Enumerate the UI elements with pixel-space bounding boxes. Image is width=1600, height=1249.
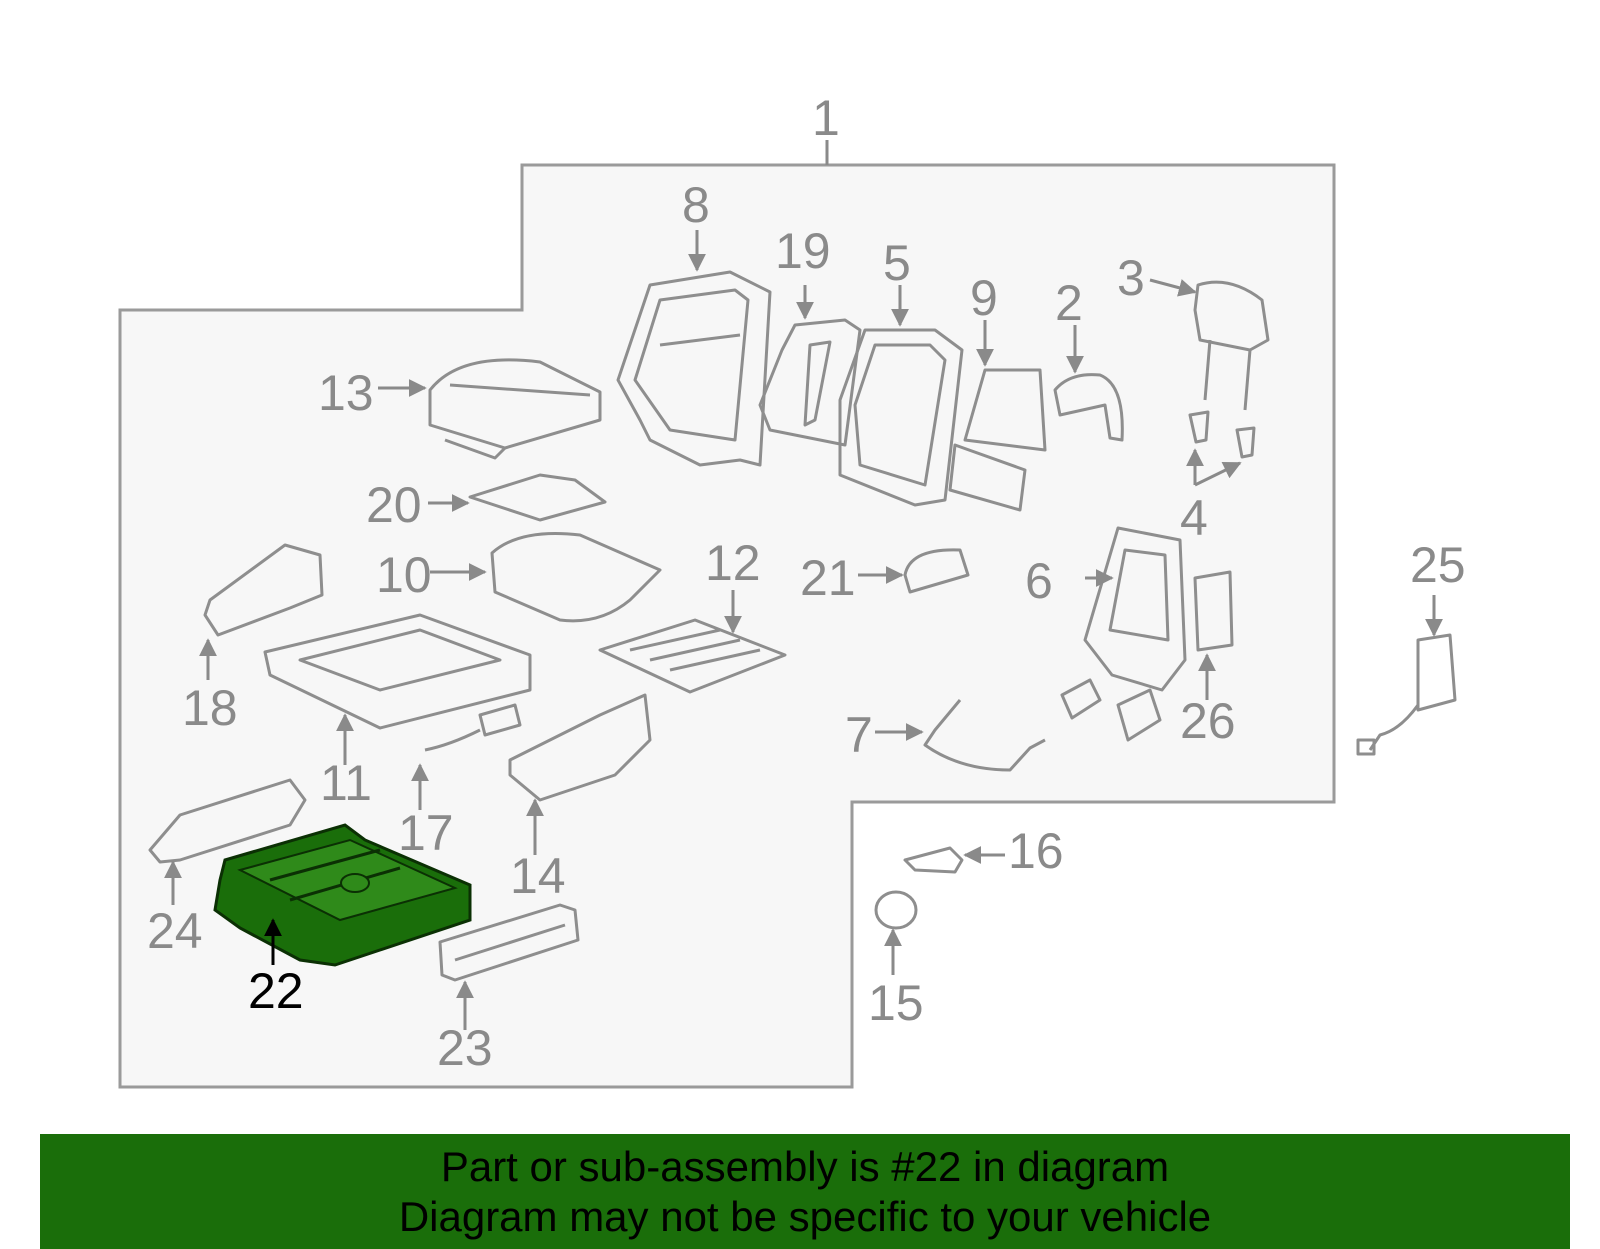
part-16-bracket[interactable] [903,846,964,874]
callout-3: 3 [1117,250,1145,306]
part-5-back-panel[interactable] [838,328,964,507]
part-18-side-shield[interactable] [203,543,324,637]
part-13-cushion-cover[interactable] [428,358,602,460]
callout-10: 10 [376,547,432,603]
callout-13: 13 [318,365,374,421]
part-8-seatback-cover[interactable] [616,270,772,467]
part-7-wire-harness[interactable] [923,699,1046,772]
callout-24: 24 [147,903,203,959]
callout-4: 4 [1180,490,1208,546]
part-14-side-trim[interactable] [508,693,652,802]
part-25-switch[interactable] [1356,633,1457,756]
part-6-seatback-frame[interactable] [1060,526,1187,742]
part-11-cushion-frame[interactable] [263,613,532,730]
callout-21: 21 [800,550,856,606]
callout-25: 25 [1410,537,1466,593]
part-24-track-cover[interactable] [148,778,307,864]
callout-16: 16 [1008,823,1064,879]
callout-22: 22 [248,963,304,1019]
part-21-knob[interactable] [903,548,970,594]
callout-8: 8 [682,177,710,233]
callout-7: 7 [845,707,873,763]
callout-15: 15 [868,975,924,1031]
callout-9: 9 [970,270,998,326]
banner-line-1: Part or sub-assembly is #22 in diagram [440,1143,1170,1190]
callout-2: 2 [1055,275,1083,331]
part-3-headrest[interactable] [1193,280,1270,411]
part-17-connector[interactable] [424,703,522,752]
callout-18: 18 [182,680,238,736]
part-10-cushion-pad[interactable] [490,531,662,623]
info-banner: Part or sub-assembly is #22 in diagram D… [40,1134,1570,1249]
callout-6: 6 [1025,553,1053,609]
part-12-spring-mat[interactable] [598,618,787,694]
callout-12: 12 [705,535,761,591]
part-19-seatback-pad[interactable] [758,318,862,447]
part-4-headrest-guides[interactable] [1188,410,1256,459]
part-23-trim-panel[interactable] [438,903,580,982]
callout-17: 17 [398,805,454,861]
part-20-heater-mat[interactable] [468,473,607,522]
part-9-panel[interactable] [948,368,1047,512]
callout-1: 1 [812,90,840,146]
callout-23: 23 [437,1020,493,1076]
part-26-cover[interactable] [1193,570,1234,652]
part-2-headrest-cover[interactable] [1053,373,1124,442]
callout-14: 14 [510,848,566,904]
callout-19: 19 [775,223,831,279]
part-15-cap[interactable] [874,890,918,930]
callout-20: 20 [366,477,422,533]
callout-5: 5 [883,235,911,291]
banner-line-2: Diagram may not be specific to your vehi… [398,1193,1212,1240]
callout-26: 26 [1180,693,1236,749]
callout-11: 11 [320,755,372,811]
